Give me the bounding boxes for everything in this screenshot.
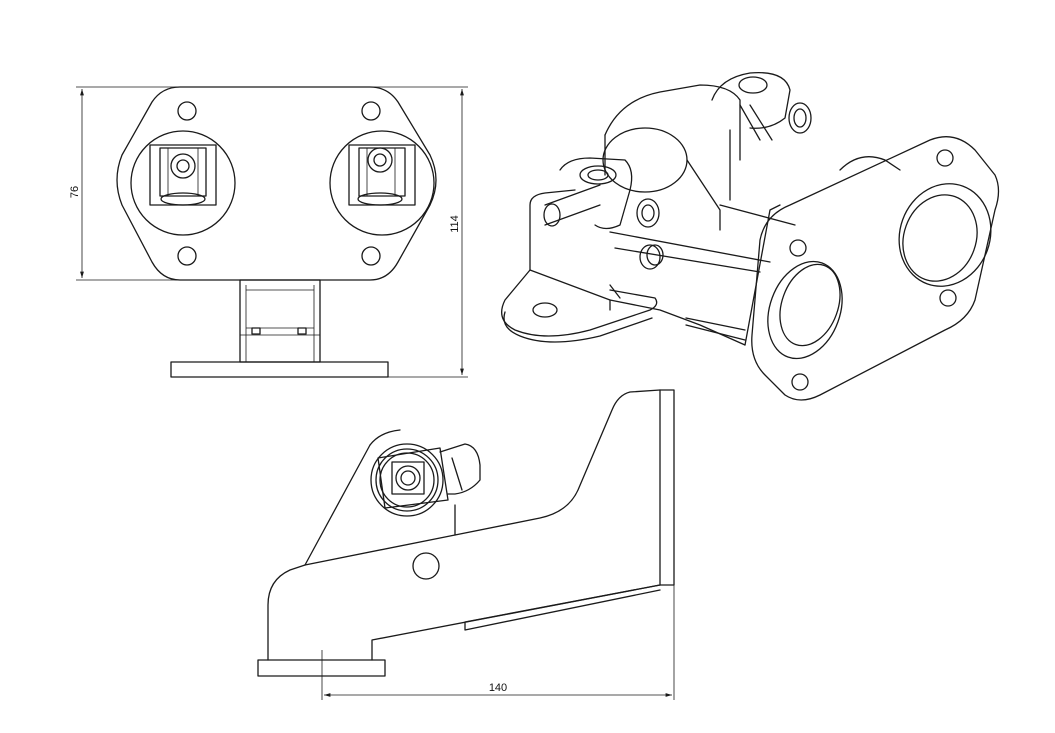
dimension-140: 140 — [321, 585, 675, 700]
dimension-114-label: 114 — [449, 215, 461, 233]
isometric-view — [501, 71, 1000, 401]
dimension-76: 76 — [69, 86, 180, 281]
dimension-114: 114 — [370, 86, 468, 378]
side-view — [257, 389, 675, 677]
dimension-76-label: 76 — [69, 186, 81, 198]
dimension-140-label: 140 — [489, 682, 507, 694]
front-view — [116, 86, 437, 378]
